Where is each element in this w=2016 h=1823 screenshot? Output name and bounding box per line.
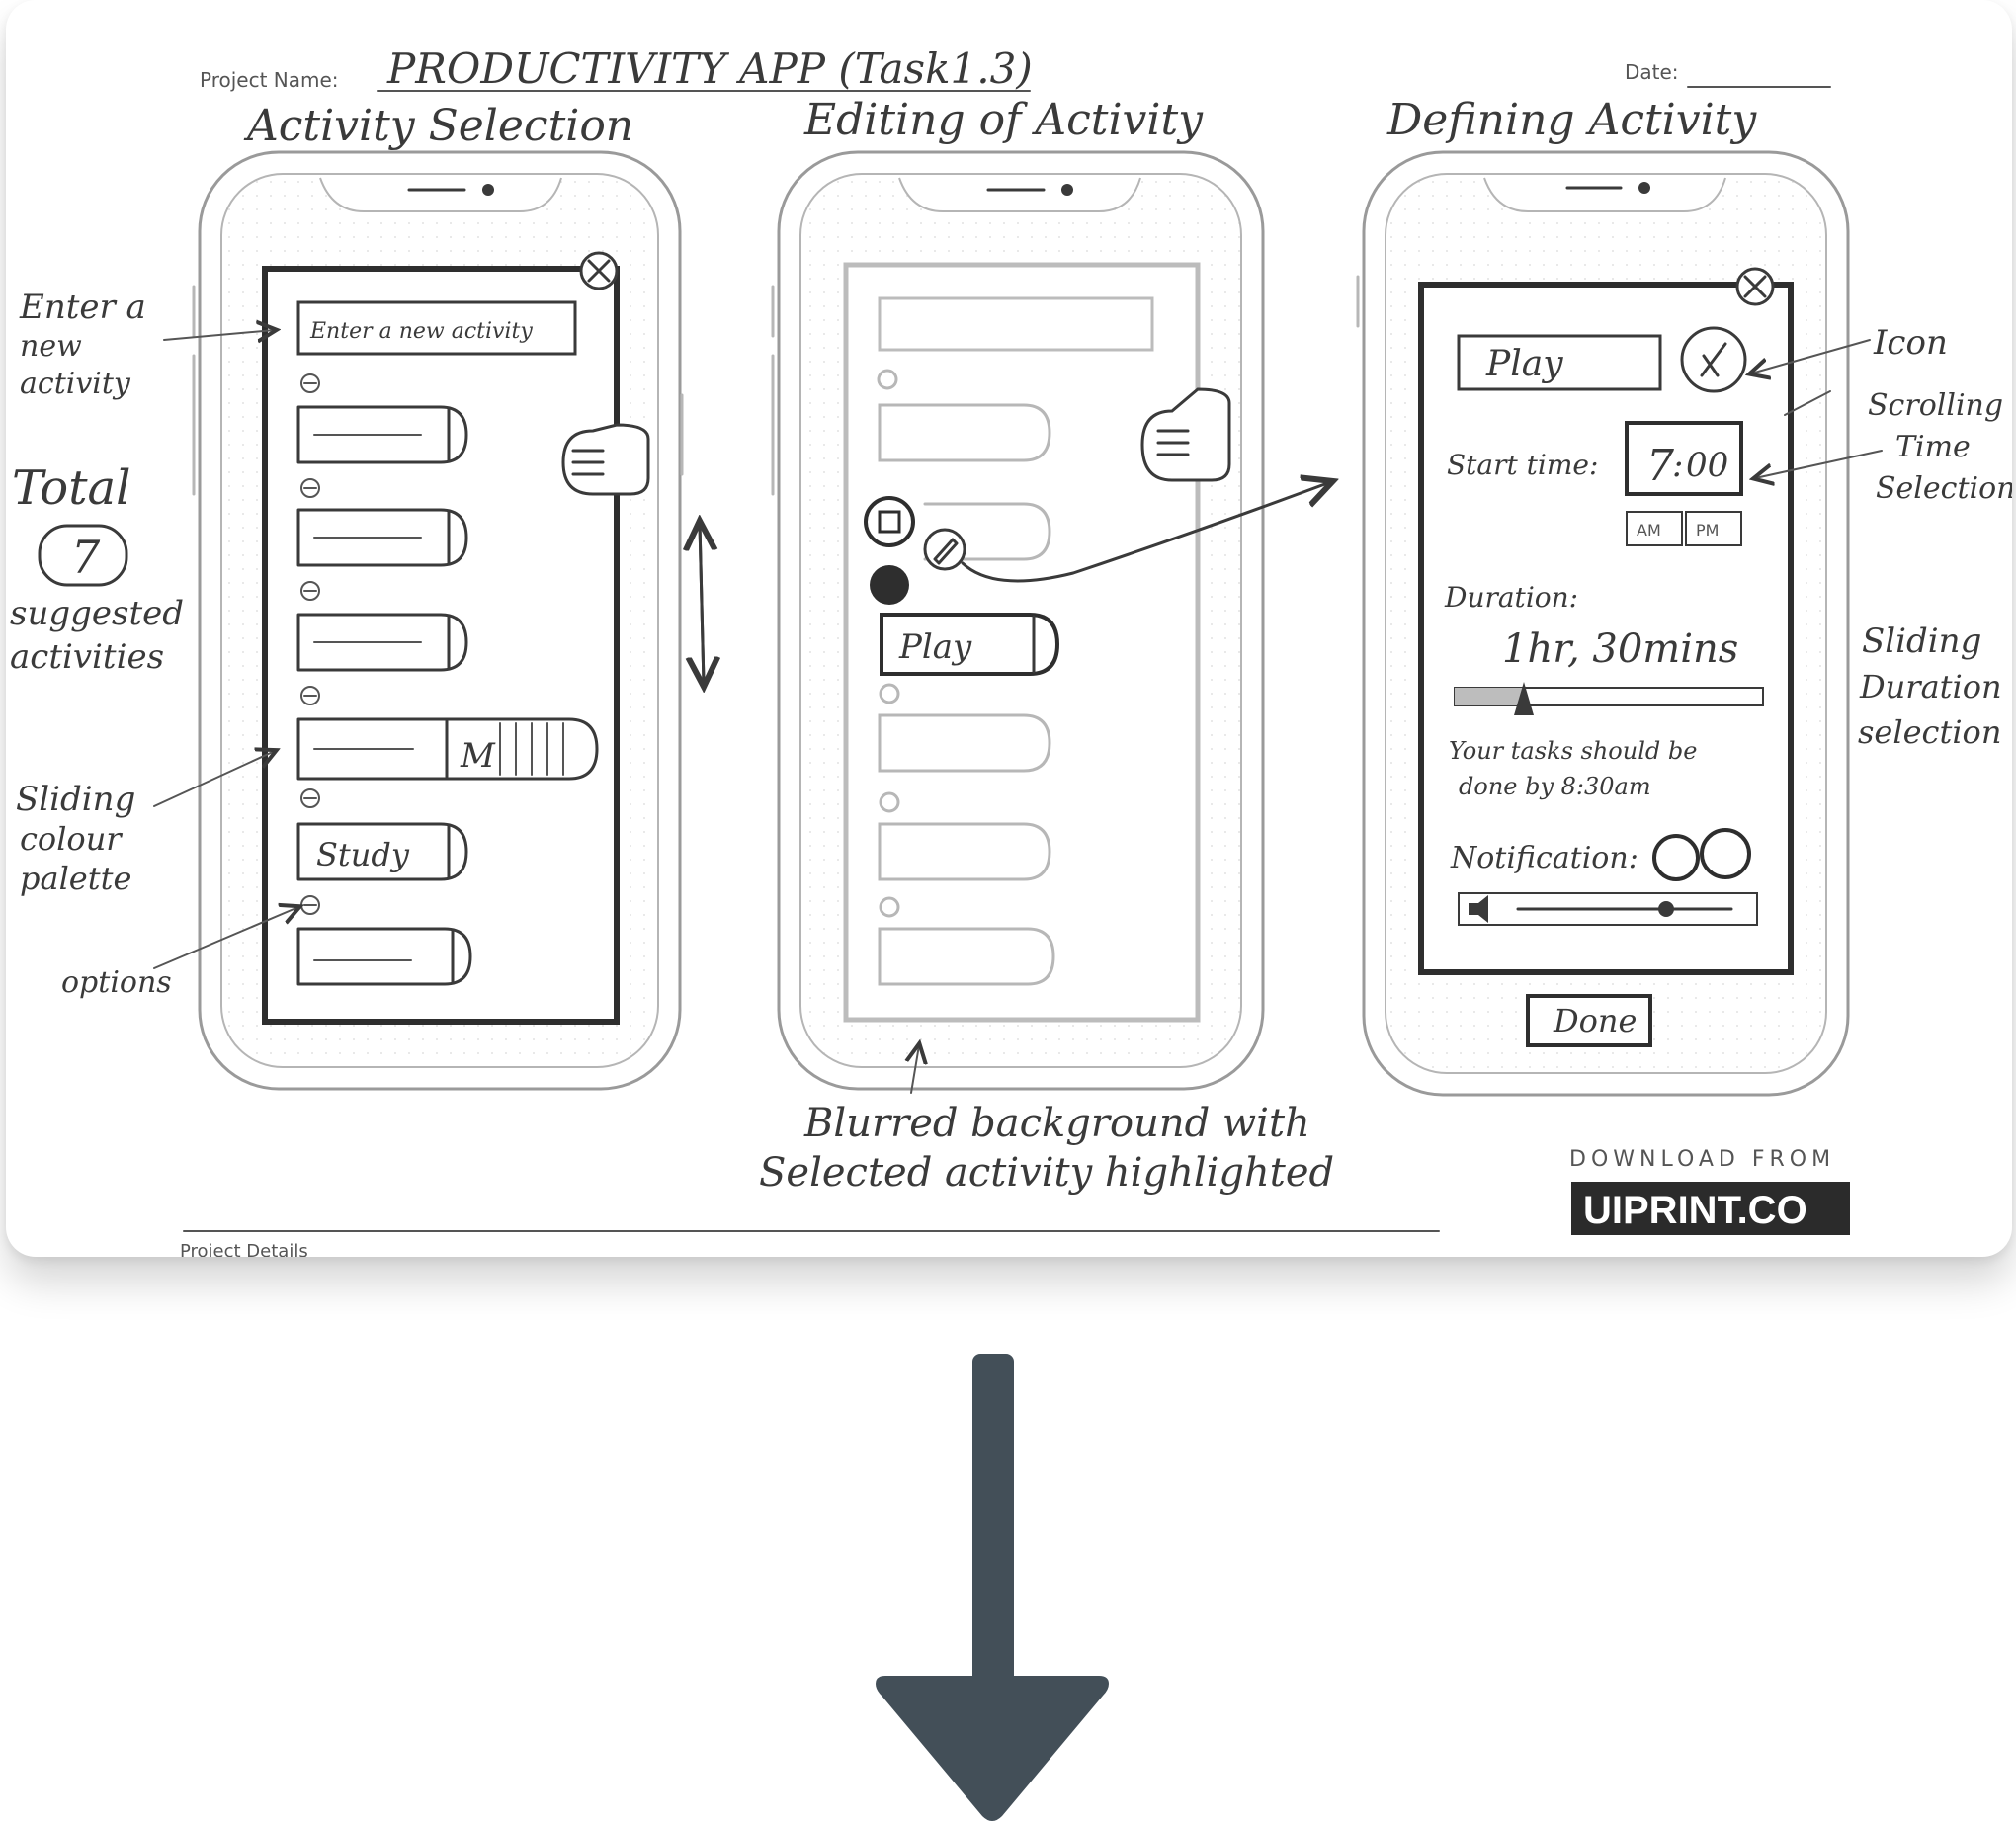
annotation-blurred-1: Blurred background with (803, 1101, 1310, 1146)
new-activity-input[interactable] (296, 300, 577, 356)
duration-label: Duration: (1444, 581, 1578, 614)
screen-title-activity-selection: Activity Selection (243, 101, 633, 151)
annotation-sliding-1: Sliding (16, 780, 135, 819)
start-time-label: Start time: (1447, 449, 1598, 481)
annotation-enter-3: activity (20, 367, 131, 401)
download-from-label: DOWNLOAD FROM (1569, 1147, 1835, 1172)
activity-icon-picker[interactable] (1680, 326, 1747, 393)
done-by-line1: Your tasks should be (1449, 737, 1697, 765)
list-item[interactable]: Study (296, 788, 468, 881)
annotation-total-value: 7 (71, 531, 101, 584)
down-arrow-icon (876, 1354, 1109, 1823)
delete-option[interactable] (864, 496, 915, 547)
sketch-card: Project Name: PRODUCTIVITY APP (Task1.3)… (6, 0, 2012, 1257)
svg-text:M: M (460, 736, 496, 776)
annotation-slide-dur-3: selection (1858, 713, 2001, 751)
notification-label: Notification: (1450, 841, 1638, 875)
annotation-slide-dur-1: Sliding (1862, 621, 1981, 661)
total-badge (38, 524, 128, 587)
duration-value: 1hr, 30mins (1502, 626, 1738, 672)
new-activity-placeholder: Enter a new activity (309, 319, 533, 344)
activity-name-value: Play (1485, 344, 1563, 384)
blurred-list (877, 369, 1055, 986)
annotation-options: options (61, 965, 172, 1000)
done-by-line2: done by 8:30am (1459, 773, 1651, 800)
uiprint-logo-text: UIPRINT.CO (1583, 1189, 1807, 1232)
list-item[interactable] (296, 373, 468, 464)
annotation-icon: Icon (1873, 323, 1948, 363)
time-hour: 7 (1646, 441, 1674, 491)
phone-editing: Play (771, 150, 1265, 1091)
uiprint-logo (1571, 1182, 1850, 1235)
close-icon[interactable] (1735, 267, 1775, 306)
duration-slider[interactable] (1454, 682, 1764, 715)
hamburger-icon[interactable] (561, 423, 650, 496)
am-toggle[interactable] (1626, 511, 1683, 546)
done-button[interactable] (1526, 994, 1652, 1047)
annotation-suggested-1: suggested (10, 594, 184, 633)
speaker-icon (1469, 895, 1488, 923)
list-item[interactable] (296, 478, 468, 567)
pm-label: PM (1696, 521, 1719, 539)
phone-activity-selection: Enter a new activity M Study (192, 150, 704, 1091)
annotation-slide-dur-2: Duration (1859, 668, 2002, 705)
svg-text::: : (1672, 446, 1683, 485)
activity-name-field[interactable] (1457, 334, 1662, 391)
notification-option-b[interactable] (1700, 828, 1751, 879)
phone-defining: Play Start time: 7 : 00 AM PM Duration: … (1356, 150, 1850, 1097)
color-option[interactable] (870, 565, 909, 605)
edit-icon[interactable] (923, 528, 966, 571)
annotation-blurred-2: Selected activity highlighted (759, 1150, 1334, 1196)
selected-activity[interactable]: Play (880, 613, 1060, 676)
hamburger-icon[interactable] (1140, 387, 1231, 482)
selected-activity-label: Play (898, 627, 972, 667)
list-item-sliding-palette[interactable]: M (296, 686, 599, 781)
am-label: AM (1637, 521, 1661, 539)
annotation-sliding-3: palette (20, 860, 131, 897)
edit-options (864, 496, 966, 605)
close-icon[interactable] (579, 251, 619, 290)
annotation-scroll-3: Selection (1876, 471, 2012, 506)
project-name: PRODUCTIVITY APP (Task1.3) (386, 44, 1033, 93)
svg-text:Study: Study (316, 836, 410, 873)
list-item[interactable] (296, 581, 468, 672)
annotation-enter-1: Enter a (19, 288, 146, 327)
time-scroller[interactable]: 7 : 00 (1625, 421, 1743, 496)
notification-option-a[interactable] (1652, 834, 1700, 881)
done-button-label: Done (1553, 1002, 1637, 1039)
pm-toggle[interactable] (1685, 511, 1742, 546)
screen-title-defining: Defining Activity (1386, 95, 1757, 145)
screen-title-editing: Editing of Activity (803, 95, 1204, 145)
date-label: Date: (1625, 60, 1679, 84)
annotation-suggested-2: activities (10, 637, 164, 677)
activity-list: M Study (296, 373, 599, 986)
footer-label: Project Details (180, 1241, 308, 1257)
annotation-enter-2: new (20, 329, 82, 364)
annotation-scroll-1: Scrolling (1868, 388, 2003, 423)
time-minute: 00 (1686, 446, 1728, 485)
annotation-total: Total (12, 460, 130, 516)
annotation-sliding-2: colour (20, 820, 123, 858)
volume-slider[interactable] (1458, 892, 1758, 926)
annotation-scroll-2: Time (1895, 430, 1971, 464)
wireframe-sketch: Project Name: PRODUCTIVITY APP (Task1.3)… (10, 44, 2012, 1257)
project-label: Project Name: (200, 68, 339, 92)
